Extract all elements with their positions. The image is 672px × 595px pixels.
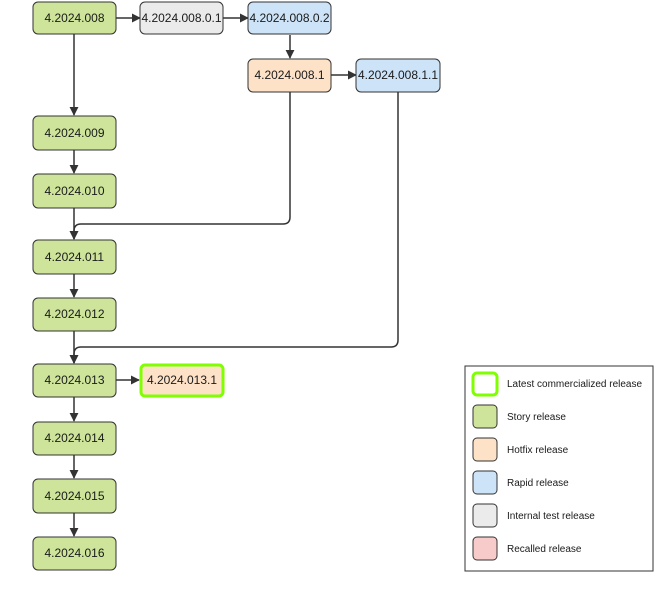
node-label: 4.2024.013.1: [147, 373, 217, 387]
connectors: [69, 13, 399, 537]
node-4-2024-013-1: 4.2024.013.1: [139, 363, 225, 398]
node-label: 4.2024.010: [44, 184, 104, 198]
legend-frame: [464, 365, 654, 572]
node-label: 4.2024.016: [44, 546, 104, 560]
node-label: 4.2024.009: [44, 126, 104, 140]
legend-item-recalled: Recalled release: [472, 536, 582, 561]
legend-label: Latest commercialized release: [507, 379, 642, 390]
node-4-2024-013: 4.2024.013: [32, 363, 117, 398]
node-4-2024-015: 4.2024.015: [32, 478, 117, 514]
node-label: 4.2024.015: [44, 489, 104, 503]
node-4-2024-016: 4.2024.016: [32, 536, 117, 571]
release-nodes: 4.2024.008 4.2024.008.0.1 4.2024.008.0.2…: [32, 1, 441, 571]
node-4-2024-008-1: 4.2024.008.1: [247, 58, 332, 93]
node-4-2024-008-0-2: 4.2024.008.0.2: [247, 1, 332, 35]
node-label: 4.2024.012: [44, 307, 104, 321]
legend-label: Hotfix release: [507, 445, 569, 456]
legend-item-internal-test: Internal test release: [472, 503, 595, 528]
legend-item-latest: Latest commercialized release: [471, 371, 642, 397]
node-label: 4.2024.008.0.2: [249, 11, 329, 25]
node-label: 4.2024.008.1.1: [358, 68, 438, 82]
node-label: 4.2024.011: [45, 250, 104, 264]
legend-label: Internal test release: [507, 511, 595, 522]
node-label: 4.2024.013: [44, 373, 104, 387]
edge-008-1-1-to-013: [69, 92, 399, 364]
node-4-2024-011: 4.2024.011: [32, 239, 117, 275]
legend: Latest commercialized release Story rele…: [464, 365, 654, 572]
node-4-2024-009: 4.2024.009: [32, 115, 117, 151]
legend-label: Story release: [507, 412, 566, 423]
legend-item-story: Story release: [472, 404, 566, 429]
node-4-2024-010: 4.2024.010: [32, 173, 117, 209]
node-label: 4.2024.008.1: [254, 68, 324, 82]
node-4-2024-012: 4.2024.012: [32, 297, 117, 332]
legend-item-hotfix: Hotfix release: [472, 437, 569, 462]
legend-label: Recalled release: [507, 544, 582, 555]
node-label: 4.2024.014: [44, 431, 104, 445]
node-label: 4.2024.008: [44, 11, 104, 25]
node-4-2024-008: 4.2024.008: [32, 1, 117, 35]
node-4-2024-008-0-1: 4.2024.008.0.1: [139, 1, 224, 35]
edge-008-1-to-011: [69, 92, 291, 240]
node-4-2024-008-1-1: 4.2024.008.1.1: [355, 58, 441, 93]
node-4-2024-014: 4.2024.014: [32, 421, 117, 456]
legend-item-rapid: Rapid release: [472, 470, 569, 495]
legend-label: Rapid release: [507, 478, 569, 489]
node-label: 4.2024.008.0.1: [141, 11, 221, 25]
